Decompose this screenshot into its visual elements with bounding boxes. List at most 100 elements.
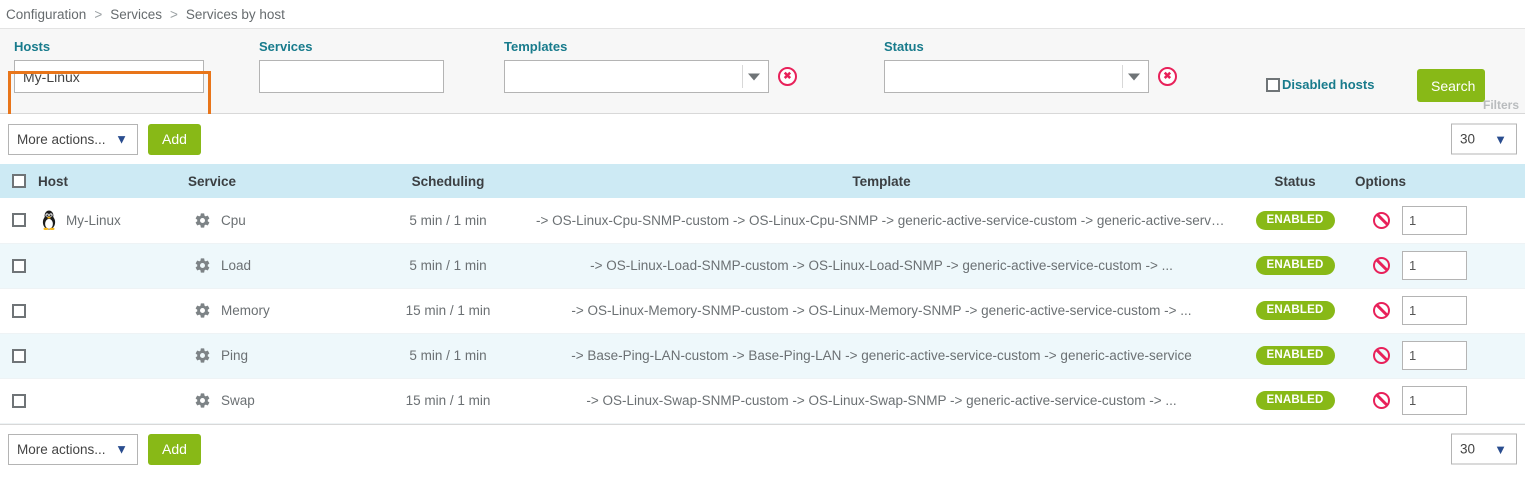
table-row: Load 5 min / 1 min -> OS-Linux-Load-SNMP… [0, 243, 1525, 289]
status-cell: ENABLED [1235, 243, 1355, 289]
status-badge: ENABLED [1255, 391, 1335, 410]
table-row: Ping 5 min / 1 min -> Base-Ping-LAN-cust… [0, 333, 1525, 379]
status-clear-icon[interactable]: ✖ [1158, 67, 1177, 86]
table-header-row: Host Service Scheduling Template Status … [0, 164, 1525, 198]
hosts-input[interactable] [14, 60, 204, 93]
service-name[interactable]: Memory [221, 303, 270, 318]
row-checkbox[interactable] [12, 303, 26, 318]
scheduling-cell: 5 min / 1 min [368, 243, 528, 289]
scheduling-cell: 15 min / 1 min [368, 288, 528, 334]
column-header-host[interactable]: Host [38, 164, 188, 198]
options-cell [1355, 378, 1525, 424]
scheduling-cell: 5 min / 1 min [368, 333, 528, 379]
filter-group-services: Services [259, 39, 444, 93]
service-cell: Cpu [188, 198, 368, 244]
service-name[interactable]: Ping [221, 348, 249, 363]
deny-icon[interactable] [1373, 257, 1390, 274]
service-cell: Ping [188, 333, 368, 379]
service-cell: Memory [188, 288, 368, 334]
toolbar-bottom: More actions...EnableDisableDeleteDuplic… [0, 423, 1525, 474]
column-header-template[interactable]: Template [528, 164, 1235, 198]
options-input[interactable] [1402, 251, 1467, 280]
breadcrumb-item-services[interactable]: Services [110, 6, 162, 22]
service-name[interactable]: Cpu [221, 212, 246, 228]
options-input[interactable] [1402, 205, 1467, 235]
filter-bar: Hosts Services Templates ✖ Status ✖ [0, 28, 1525, 138]
host-name[interactable]: My-Linux [66, 212, 121, 228]
row-checkbox[interactable] [12, 348, 26, 363]
page-size-select-top-wrap: 10203050100 ▼ [1451, 123, 1517, 155]
gear-icon [195, 213, 210, 228]
table-row: Swap 15 min / 1 min -> OS-Linux-Swap-SNM… [0, 378, 1525, 424]
host-cell [38, 243, 188, 289]
options-cell [1355, 198, 1525, 244]
service-name[interactable]: Swap [221, 393, 255, 408]
more-actions-select-bottom-wrap: More actions...EnableDisableDeleteDuplic… [8, 433, 138, 465]
host-cell [38, 288, 188, 334]
column-header-options[interactable]: Options [1355, 164, 1525, 198]
search-button[interactable]: Search [1417, 69, 1485, 102]
row-select-cell [0, 288, 38, 334]
select-divider [1122, 65, 1123, 88]
status-cell: ENABLED [1235, 198, 1355, 244]
templates-select[interactable] [504, 60, 769, 93]
gear-icon [195, 303, 210, 318]
row-checkbox[interactable] [12, 213, 26, 228]
deny-icon[interactable] [1373, 302, 1390, 319]
more-actions-select-top[interactable]: More actions...EnableDisableDeleteDuplic… [8, 123, 138, 155]
chevron-down-icon [1128, 73, 1140, 80]
host-cell [38, 333, 188, 379]
services-table: Host Service Scheduling Template Status … [0, 164, 1525, 424]
select-all-header [0, 164, 38, 198]
template-cell: -> OS-Linux-Swap-SNMP-custom -> OS-Linux… [528, 378, 1235, 424]
select-all-checkbox[interactable] [12, 174, 26, 188]
filter-group-templates: Templates ✖ [504, 39, 797, 93]
filter-group-hosts: Hosts [14, 39, 204, 93]
more-actions-select-top-wrap: More actions...EnableDisableDeleteDuplic… [8, 123, 138, 155]
deny-icon[interactable] [1373, 347, 1390, 364]
deny-icon[interactable] [1373, 392, 1390, 409]
disabled-hosts-checkbox[interactable] [1266, 77, 1280, 92]
template-cell: -> Base-Ping-LAN-custom -> Base-Ping-LAN… [528, 333, 1235, 379]
templates-clear-icon[interactable]: ✖ [778, 67, 797, 86]
chevron-down-icon [748, 73, 760, 80]
row-checkbox[interactable] [12, 393, 26, 408]
select-divider [742, 65, 743, 88]
page-size-select-bottom[interactable]: 10203050100 [1451, 433, 1517, 465]
table-row: My-Linux Cpu 5 min / 1 min -> OS-Linux-C… [0, 198, 1525, 244]
column-header-service[interactable]: Service [188, 164, 368, 198]
more-actions-select-bottom[interactable]: More actions...EnableDisableDeleteDuplic… [8, 433, 138, 465]
service-name[interactable]: Load [221, 258, 252, 273]
disabled-hosts-label: Disabled hosts [1282, 77, 1375, 93]
options-input[interactable] [1402, 386, 1467, 415]
scheduling-cell: 5 min / 1 min [368, 198, 528, 244]
template-cell: -> OS-Linux-Load-SNMP-custom -> OS-Linux… [528, 243, 1235, 289]
status-cell: ENABLED [1235, 333, 1355, 379]
column-header-status[interactable]: Status [1235, 164, 1355, 198]
add-button-top[interactable]: Add [148, 123, 201, 155]
linux-penguin-icon [42, 210, 56, 231]
deny-icon[interactable] [1373, 211, 1390, 229]
services-input[interactable] [259, 60, 444, 93]
options-cell [1355, 243, 1525, 289]
page-size-select-top[interactable]: 10203050100 [1451, 123, 1517, 155]
host-cell: My-Linux [38, 198, 188, 244]
row-select-cell [0, 243, 38, 289]
add-button-bottom[interactable]: Add [148, 433, 201, 465]
breadcrumb-item-services-by-host[interactable]: Services by host [185, 6, 285, 22]
gear-icon [195, 348, 210, 363]
column-header-scheduling[interactable]: Scheduling [368, 164, 528, 198]
status-cell: ENABLED [1235, 378, 1355, 424]
options-input[interactable] [1402, 341, 1467, 370]
breadcrumb-separator: > [169, 6, 178, 22]
template-cell: -> OS-Linux-Memory-SNMP-custom -> OS-Lin… [528, 288, 1235, 334]
filters-tag-label: Filters [1482, 98, 1519, 112]
options-input[interactable] [1402, 296, 1467, 325]
status-badge: ENABLED [1255, 210, 1335, 230]
breadcrumb-item-configuration[interactable]: Configuration [6, 6, 87, 22]
options-cell [1355, 333, 1525, 379]
status-label: Status [884, 39, 924, 54]
scheduling-cell: 15 min / 1 min [368, 378, 528, 424]
row-checkbox[interactable] [12, 258, 26, 273]
status-select[interactable] [884, 60, 1149, 93]
